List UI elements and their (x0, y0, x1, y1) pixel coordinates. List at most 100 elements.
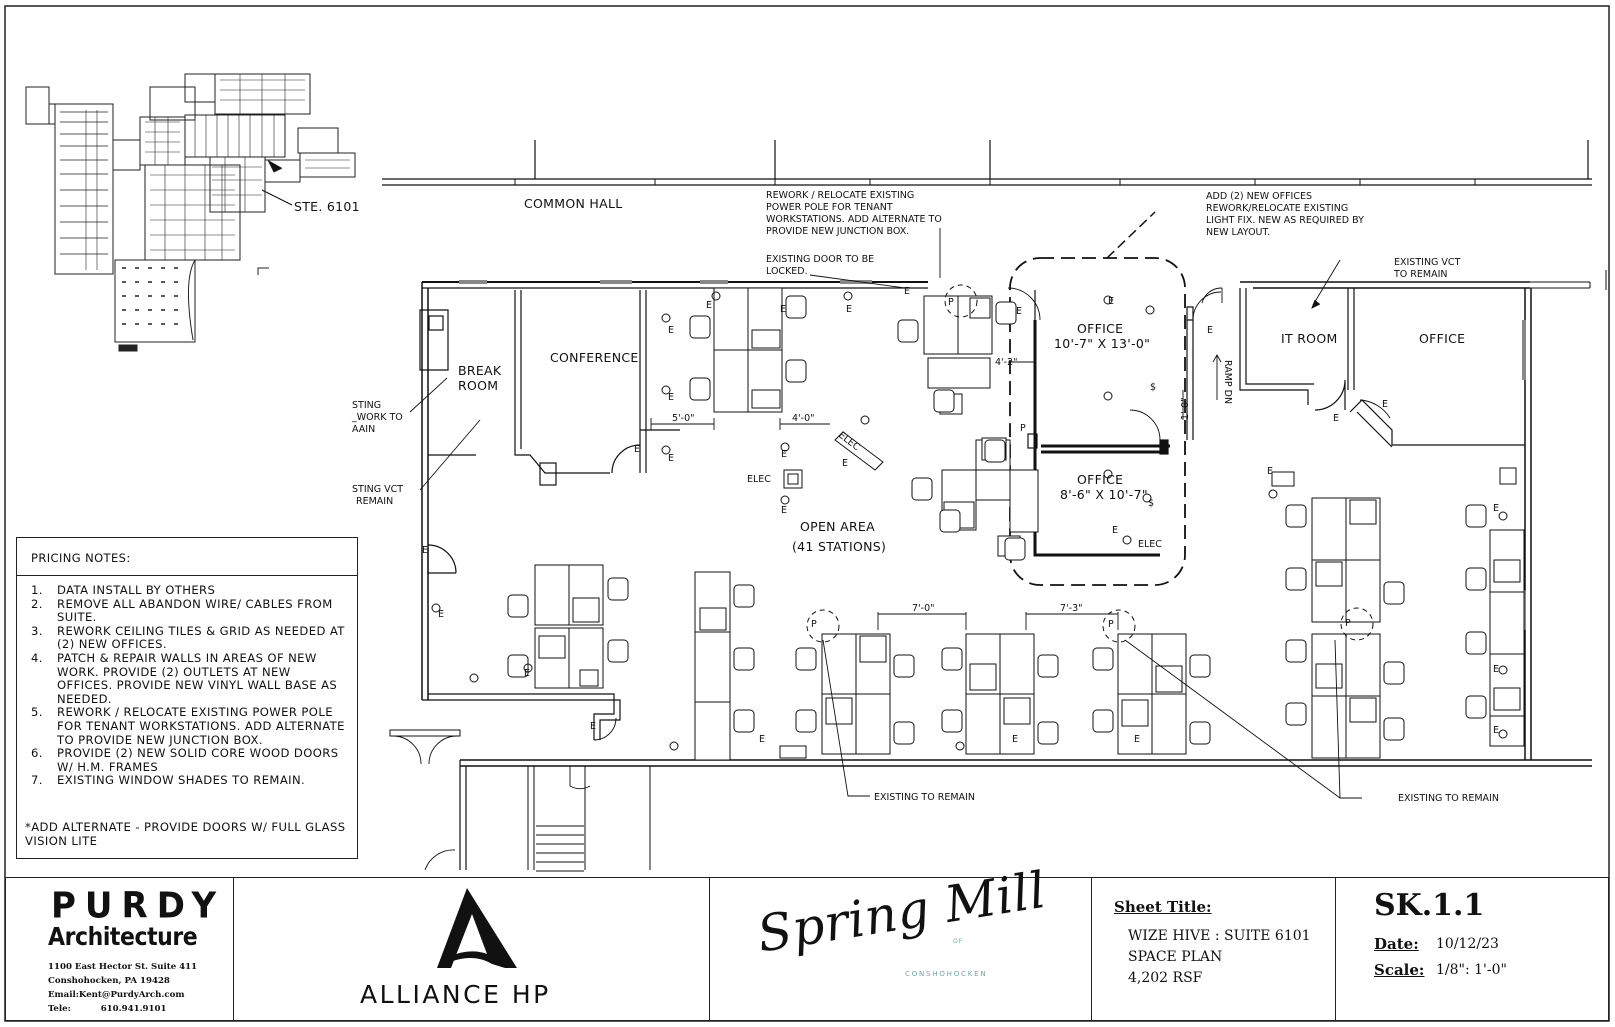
date-value: 10/12/23 (1436, 936, 1499, 952)
project-cell: Spring Mill OF CONSHOHOCKEN (710, 861, 1092, 1020)
dim-7ft: 7'-0" (912, 603, 935, 614)
callout-vct-right-1: EXISTING VCT (1394, 257, 1461, 268)
svg-text:P: P (948, 297, 954, 308)
office-top-dims: 10'-7" X 13'-0" (1054, 336, 1150, 351)
open-area-stations: (41 STATIONS) (792, 539, 886, 554)
key-plan (25, 73, 356, 352)
svg-text:E: E (1134, 734, 1140, 745)
sheet-number-cell: SK.1.1 Date: 10/12/23 Scale: 1/8": 1'-0" (1336, 878, 1608, 1020)
svg-text:E: E (706, 300, 712, 311)
alliance-wordmark: ALLIANCE HP (360, 980, 551, 1009)
note-text: PROVIDE (2) NEW SOLID CORE WOOD DOORS W/… (57, 746, 339, 774)
note-text: EXISTING WINDOW SHADES TO REMAIN. (57, 773, 306, 788)
callout-vct-right-2: TO REMAIN (1393, 269, 1448, 280)
pricing-note: 5. REWORK / RELOCATE EXISTING POWER POLE … (25, 706, 350, 747)
svg-text:E: E (1112, 525, 1118, 536)
interior-walls (419, 287, 1525, 741)
office-top-label: OFFICE (1077, 321, 1123, 336)
office-right-label: OFFICE (1419, 331, 1465, 346)
note-number: 5. (31, 705, 43, 720)
firm-cell: PURDY Architecture 1100 East Hector St. … (6, 878, 234, 1020)
callout-left-1: STING (352, 400, 381, 411)
note-number: 6. (31, 746, 43, 761)
svg-text:E: E (1267, 466, 1273, 477)
workstations (534, 287, 1525, 761)
note-number: 4. (31, 650, 43, 665)
sheet-border (4, 5, 1610, 1022)
svg-text:E: E (634, 444, 640, 455)
sheet-title-line: 4,202 RSF (1128, 970, 1203, 986)
sheet-title-label: Sheet Title: (1114, 898, 1212, 916)
svg-text:E: E (1493, 725, 1499, 736)
svg-text:$: $ (1150, 382, 1156, 393)
svg-text:P: P (1108, 619, 1114, 630)
svg-text:E: E (842, 458, 848, 469)
callout-remain-2: EXISTING TO REMAIN (1398, 793, 1499, 804)
spring-mill-of: OF (953, 938, 964, 945)
svg-text:E: E (1493, 664, 1499, 675)
scale-label: Scale: (1374, 961, 1425, 979)
it-room-label: IT ROOM (1281, 331, 1338, 346)
callout-vct-left-2: REMAIN (356, 496, 393, 507)
firm-subtitle: Architecture (48, 922, 198, 951)
date-label: Date: (1374, 935, 1419, 953)
svg-text:E: E (668, 325, 674, 336)
dim-5ft: 5'-0" (672, 413, 695, 424)
pricing-note: 1.DATA INSTALL BY OTHERS (25, 583, 350, 598)
note-number: 3. (31, 623, 43, 638)
callout-rework-3: WORKSTATIONS. ADD ALTERNATE TO (766, 214, 942, 225)
title-block: PURDY Architecture 1100 East Hector St. … (5, 861, 1609, 1021)
new-offices-boundary (1009, 257, 1186, 586)
callout-add-offices-1: ADD (2) NEW OFFICES (1206, 191, 1312, 202)
svg-text:E: E (781, 505, 787, 516)
dim-4ft: 4'-0" (792, 413, 815, 424)
callout-door-2: LOCKED. (766, 266, 808, 277)
callout-add-offices-3: LIGHT FIX. NEW AS REQUIRED BY (1206, 215, 1364, 226)
callout-add-offices-4: NEW LAYOUT. (1206, 227, 1270, 238)
building-walls (382, 140, 1607, 872)
office-bottom-dims: 8'-6" X 10'-7" (1060, 487, 1148, 502)
pricing-notes-title: PRICING NOTES: (31, 551, 131, 565)
conference-label: CONFERENCE (550, 350, 639, 365)
note-text: DATA INSTALL BY OTHERS (57, 583, 216, 597)
open-area-label: OPEN AREA (800, 519, 875, 534)
svg-text:E: E (1382, 399, 1388, 410)
break-room-label-2: ROOM (458, 378, 498, 393)
svg-text:E: E (759, 734, 765, 745)
note-number: 2. (31, 596, 43, 611)
svg-text:E: E (1016, 306, 1022, 317)
callout-rework-2: POWER POLE FOR TENANT (766, 202, 893, 213)
spring-mill-logo: Spring Mill (753, 860, 1050, 964)
ste-label: STE. 6101 (294, 199, 360, 214)
svg-text:E: E (438, 609, 444, 620)
svg-text:E: E (422, 545, 428, 556)
svg-text:E: E (668, 453, 674, 464)
sheet-title-cell: Sheet Title: WIZE HIVE : SUITE 6101 SPAC… (1092, 878, 1336, 1020)
pricing-note: 3.REWORK CEILING TILES & GRID AS NEEDED … (25, 623, 350, 652)
note-number: 7. (31, 773, 43, 788)
svg-text:P: P (1020, 423, 1026, 434)
firm-name: PURDY (51, 885, 226, 927)
svg-text:E: E (780, 304, 786, 315)
scale-value: 1/8": 1'-0" (1436, 962, 1507, 978)
client-cell: ALLIANCE HP (234, 878, 710, 1020)
svg-text:E: E (904, 286, 910, 297)
svg-text:E: E (1493, 503, 1499, 514)
pricing-note: 6. PROVIDE (2) NEW SOLID CORE WOOD DOORS … (25, 746, 350, 774)
note-text: REWORK / RELOCATE EXISTING POWER POLE FO… (57, 705, 345, 747)
svg-text:P: P (1345, 618, 1351, 629)
dim-1ft: 1'-0" (1180, 398, 1191, 421)
callout-left-2: _WORK TO (351, 412, 403, 423)
dimension-lines (650, 354, 1222, 630)
sheet-title-line: WIZE HIVE : SUITE 6101 (1128, 928, 1311, 944)
pricing-notes-list: 1.DATA INSTALL BY OTHERS 2.REMOVE ALL AB… (25, 583, 350, 788)
spring-mill-sub: CONSHOHOCKEN (905, 970, 988, 978)
callout-rework-1: REWORK / RELOCATE EXISTING (766, 190, 914, 201)
office-bottom-label: OFFICE (1077, 472, 1123, 487)
dim-7ft-3: 7'-3" (1060, 603, 1083, 614)
callout-rework-4: PROVIDE NEW JUNCTION BOX. (766, 226, 909, 237)
chairs (507, 295, 1487, 745)
elec-label-1: ELEC (747, 474, 771, 485)
callout-door-1: EXISTING DOOR TO BE (766, 254, 874, 265)
